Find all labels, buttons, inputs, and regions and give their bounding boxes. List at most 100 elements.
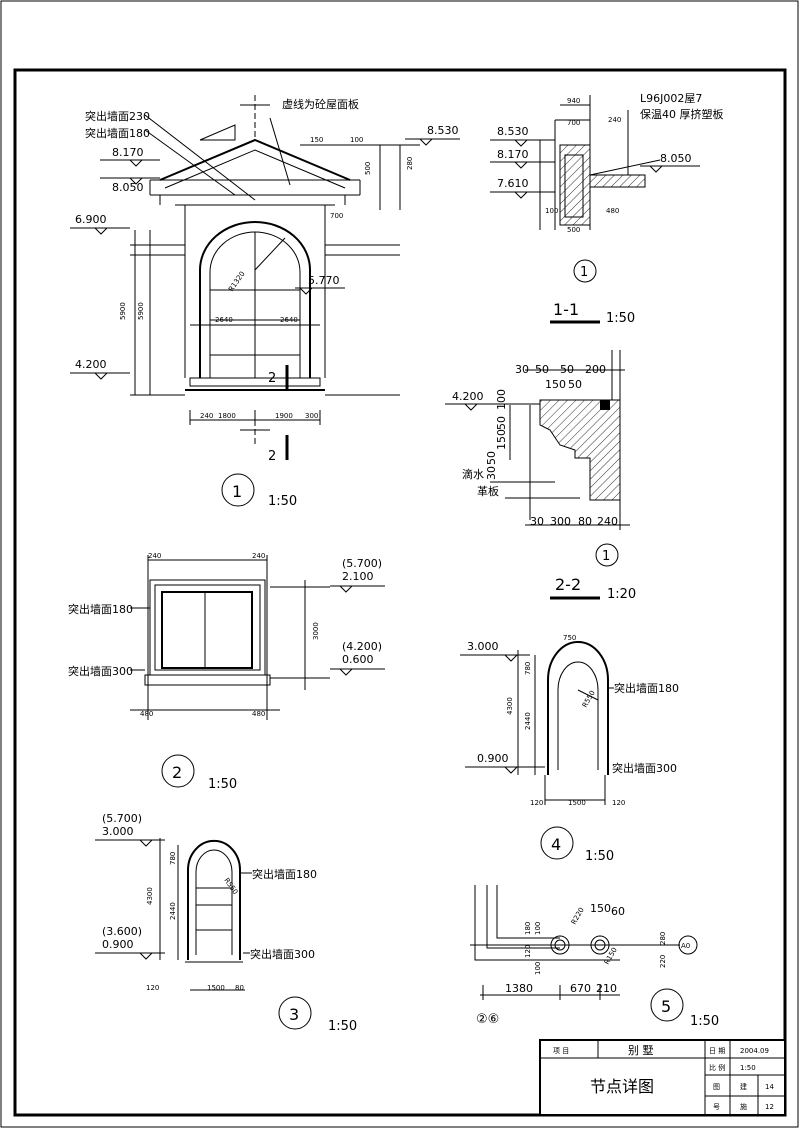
number-label: 号 <box>713 1103 720 1111</box>
detail-5-column-plan: A0 1380 670 210 150 60 R220 R150 120 180… <box>470 885 719 1029</box>
project-name: 别 墅 <box>628 1044 654 1057</box>
radius-550-d3: R550 <box>222 877 239 897</box>
detail-3-arched-window: 120 1500 80 4300 780 2440 R550 突出墙面180 突… <box>95 812 357 1034</box>
elev-8050-11: 8.050 <box>660 152 692 165</box>
label-spec-line1: L96J002屋7 <box>640 92 702 105</box>
label-wall-300-d2: 突出墙面300 <box>68 664 133 678</box>
dim-480a-d2: 480 <box>140 710 153 718</box>
elev-0900-d3: 0.900 <box>102 938 134 951</box>
elev-3600p-d3: (3.600) <box>102 925 142 938</box>
dim-480b-d2: 480 <box>252 710 265 718</box>
dim-300-22-label: 300 <box>550 515 571 528</box>
label-virtual-line: 虚线为砼屋面板 <box>282 97 359 111</box>
dim-700-label: 700 <box>330 212 343 220</box>
dim-1500-d4: 1500 <box>568 799 586 807</box>
section-2-2-ref: 1 <box>602 549 610 564</box>
date-value: 2004.09 <box>740 1047 769 1055</box>
dim-50c-22-label: 50 <box>568 378 582 391</box>
elev-2100-d2: 2.100 <box>342 570 374 583</box>
dim-100-label: 100 <box>350 136 363 144</box>
drawing-title: 节点详图 <box>590 1077 654 1096</box>
elev-4200-22: 4.200 <box>452 390 484 403</box>
dim-240-label: 240 <box>200 412 213 420</box>
date-label: 日 期 <box>709 1047 725 1055</box>
dim-780-d3: 780 <box>169 852 177 865</box>
dim-220-d5: 220 <box>659 955 667 968</box>
sheet-inner-frame <box>13 68 787 1117</box>
detail-3-number: 3 <box>289 1005 299 1024</box>
dim-80-d3: 80 <box>235 984 244 992</box>
dim-100-11-label: 100 <box>545 207 558 215</box>
dim-5040-label: 5900 <box>137 302 145 320</box>
detail-2-window-elevation: 240 240 480 480 3000 突出墙面180 突出墙面300 (5.… <box>68 552 385 792</box>
elev-4200p-d2: (4.200) <box>342 640 382 653</box>
label-eave-board: 革板 <box>477 484 499 498</box>
dim-120-d3: 120 <box>146 984 159 992</box>
elev-5700p-d2: (5.700) <box>342 557 382 570</box>
detail-4-arch-elevation: 120 1500 120 4300 780 2440 750 R550 突出墙面… <box>460 634 679 864</box>
dim-280-d5: 280 <box>659 932 667 945</box>
dim-4300-d4: 4300 <box>506 697 514 715</box>
dim-80-22-label: 80 <box>578 515 592 528</box>
dim-700-11-label: 700 <box>567 119 580 127</box>
title-block: 项 目 别 墅 日 期 2004.09 比 例 1:50 节点详图 图 建 14… <box>539 1039 786 1116</box>
dim-2640b-label: 2640 <box>280 316 298 324</box>
elev-7610-11: 7.610 <box>497 177 529 190</box>
dim-30-22-label: 30 <box>515 363 529 376</box>
dim-240b-d2: 240 <box>252 552 265 560</box>
dim-1900-label: 1900 <box>275 412 293 420</box>
dim-240-22-label: 240 <box>597 515 618 528</box>
section-1-1-scale: 1:50 <box>606 311 635 326</box>
detail-1-number: 1 <box>232 482 242 501</box>
dim-150b-22-label: 150 <box>495 429 508 450</box>
elev-8530-11: 8.530 <box>497 125 529 138</box>
project-label: 项 目 <box>553 1047 569 1055</box>
dim-780-d4: 780 <box>524 662 532 675</box>
dim-240-11-label: 240 <box>608 116 621 124</box>
elev-6900: 6.900 <box>75 213 107 226</box>
dim-50b-22-label: 50 <box>560 363 574 376</box>
dim-120-d5: 120 <box>524 945 532 958</box>
label-wall-300-d4: 突出墙面300 <box>612 761 677 775</box>
label-wall-180: 突出墙面180 <box>85 126 150 140</box>
label-wall-180-d4: 突出墙面180 <box>614 681 679 695</box>
label-spec-line2: 保温40 厚挤塑板 <box>640 107 724 121</box>
dim-500-label: 500 <box>364 162 372 175</box>
dim-2440-d4: 2440 <box>524 712 532 730</box>
dim-240a-d2: 240 <box>148 552 161 560</box>
dim-500-11-label: 500 <box>567 226 580 234</box>
dim-2640a-label: 2640 <box>215 316 233 324</box>
label-wall-230: 突出墙面230 <box>85 109 150 123</box>
section-1-1-title: 1-1 <box>553 300 579 319</box>
elev-5700p-d3: (5.700) <box>102 812 142 825</box>
dim-1380-d5: 1380 <box>505 982 533 995</box>
label-wall-180-d2: 突出墙面180 <box>68 602 133 616</box>
dim-50d-22-label: 50 <box>495 416 508 430</box>
elev-0600-d2: 0.600 <box>342 653 374 666</box>
cut-mark-2-top: 2 <box>268 371 276 386</box>
dim-1240-label: 280 <box>406 157 414 170</box>
dim-200-22-label: 200 <box>585 363 606 376</box>
detail-4-scale: 1:50 <box>585 849 614 864</box>
elev-8170-left: 8.170 <box>112 146 144 159</box>
dim-940-label: 940 <box>567 97 580 105</box>
elev-8530-left: 8.530 <box>427 124 459 137</box>
detail-5-number: 5 <box>661 997 671 1016</box>
axis-26-label: ②⑥ <box>476 1012 499 1027</box>
dim-150-22-label: 150 <box>545 378 566 391</box>
section-2-2-scale: 1:20 <box>607 587 636 602</box>
dim-750-d4: 750 <box>563 634 576 642</box>
dim-100b-d5: 100 <box>534 962 542 975</box>
axis-a0-label: A0 <box>681 942 690 950</box>
radius-150-d5: R150 <box>603 946 619 966</box>
dim-30b-22-label: 30 <box>530 515 544 528</box>
dim-180-d5: 180 <box>524 922 532 935</box>
detail-5-scale: 1:50 <box>690 1014 719 1029</box>
detail-4-number: 4 <box>551 835 561 854</box>
elev-8170-11: 8.170 <box>497 148 529 161</box>
number-no: 12 <box>765 1103 774 1111</box>
dim-150-d5: 150 <box>590 902 611 915</box>
dim-480-11-label: 480 <box>606 207 619 215</box>
